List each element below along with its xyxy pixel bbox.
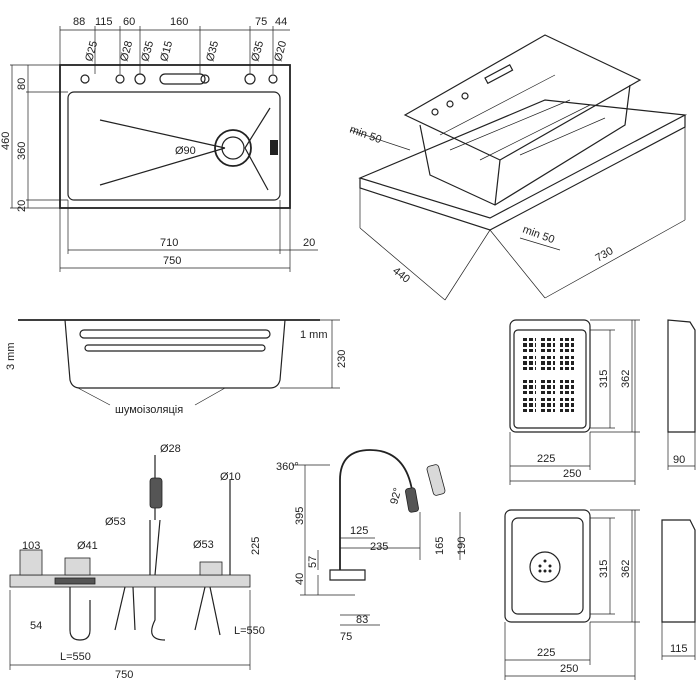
bowl-w225: 225 xyxy=(537,647,555,659)
acc-d10: Ø10 xyxy=(220,471,241,483)
hole-label-3: Ø15 xyxy=(158,40,175,63)
acc-l550-left: L=550 xyxy=(60,651,91,663)
iso-depth: 440 xyxy=(390,265,412,286)
acc-w103: 103 xyxy=(22,540,40,552)
colander-view: 225 250 315 362 90 xyxy=(509,319,696,485)
dim-top-3: 160 xyxy=(170,16,188,28)
section-depth: 230 xyxy=(336,350,348,368)
dim-top-1: 115 xyxy=(95,16,113,28)
colander-d90: 90 xyxy=(673,454,685,466)
hole-1 xyxy=(80,74,90,84)
dim-left-2: 80 xyxy=(16,78,28,90)
countertop xyxy=(358,99,688,219)
dim-bottom-1: 750 xyxy=(163,255,181,267)
bowl-h362: 362 xyxy=(620,560,632,578)
colander-grid xyxy=(522,338,574,412)
section-rim: 1 mm xyxy=(300,329,328,341)
dim-bottom-0: 710 xyxy=(160,237,178,249)
iso-view: min 50 min 50 440 730 xyxy=(348,34,688,301)
slot xyxy=(159,73,206,85)
faucet-deg92: 92° xyxy=(388,487,404,506)
dim-top-2: 60 xyxy=(123,16,135,28)
faucet-w83: 83 xyxy=(356,614,368,626)
bowl-w250: 250 xyxy=(560,663,578,675)
hole-label-0: Ø25 xyxy=(83,40,100,63)
slope-lines xyxy=(99,107,271,191)
sink-rim xyxy=(403,34,642,161)
acc-d53-left: Ø53 xyxy=(105,516,126,528)
accessories-view: Ø28 Ø10 Ø53 Ø53 Ø41 103 225 54 L=550 L=5… xyxy=(9,443,265,681)
iso-min-right: min 50 xyxy=(521,224,556,247)
sink-outline xyxy=(59,64,291,209)
hole-label-4: Ø35 xyxy=(204,40,221,63)
colander-h315: 315 xyxy=(598,370,610,388)
faucet-h165: 165 xyxy=(434,537,446,555)
faucet-h57: 57 xyxy=(307,556,319,568)
colander-w250: 250 xyxy=(563,468,581,480)
bowl-view: 225 250 315 362 115 xyxy=(504,509,696,680)
acc-d53-right: Ø53 xyxy=(193,539,214,551)
dim-left-1: 360 xyxy=(16,142,28,160)
dim-left-0: 460 xyxy=(0,132,12,150)
hole-5 xyxy=(200,74,210,84)
sink-body xyxy=(419,84,631,206)
hole-label-6: Ø20 xyxy=(272,40,289,63)
acc-l550-right: L=550 xyxy=(234,625,265,637)
acc-d41: Ø41 xyxy=(77,540,98,552)
dim-left-3: 20 xyxy=(16,200,28,212)
iso-width: 730 xyxy=(594,245,616,265)
bowl-lines xyxy=(439,74,606,161)
section-thickness: 3 mm xyxy=(5,343,17,371)
dim-top-4: 75 xyxy=(255,16,267,28)
faucet-h395: 395 xyxy=(294,507,306,525)
acc-d28: Ø28 xyxy=(160,443,181,455)
acc-h225: 225 xyxy=(250,537,262,555)
hole-7 xyxy=(268,74,278,84)
bowl-drain xyxy=(529,551,561,583)
hole-2 xyxy=(115,74,125,84)
hole-3 xyxy=(134,73,146,85)
section-view: шумоізоляція 3 mm 1 mm 230 xyxy=(5,319,348,416)
iso-min-left: min 50 xyxy=(348,124,383,147)
colander-w225: 225 xyxy=(537,453,555,465)
dim-bottom-2: 20 xyxy=(303,237,315,249)
faucet-view: 360° 395 57 40 125 235 165 190 92° 83 75 xyxy=(276,449,468,643)
acc-w54: 54 xyxy=(30,620,42,632)
hole-label-5: Ø35 xyxy=(249,40,266,63)
faucet-w75: 75 xyxy=(340,631,352,643)
hole-6 xyxy=(244,73,256,85)
faucet-rotation: 360° xyxy=(276,461,299,473)
acc-w750: 750 xyxy=(115,669,133,681)
colander-h362: 362 xyxy=(620,370,632,388)
section-insulation: шумоізоляція xyxy=(115,404,183,416)
dim-top-0: 88 xyxy=(73,16,85,28)
faucet-h40: 40 xyxy=(294,573,306,585)
bowl-outline xyxy=(67,91,281,201)
faucet-reach125: 125 xyxy=(350,525,368,537)
colander-outer xyxy=(509,319,591,433)
faucet-h190: 190 xyxy=(456,537,468,555)
bowl-d115: 115 xyxy=(670,643,688,655)
drain-inner xyxy=(221,136,245,160)
drain-outer xyxy=(214,129,252,167)
bowl-outer xyxy=(504,509,591,623)
hole-label-2: Ø35 xyxy=(139,40,156,63)
faucet-spout xyxy=(339,449,413,570)
overflow xyxy=(270,140,278,155)
hole-label-1: Ø28 xyxy=(118,40,135,63)
drain-label: Ø90 xyxy=(175,145,196,157)
faucet-reach235: 235 xyxy=(370,541,388,553)
dim-top-5: 44 xyxy=(275,16,287,28)
bowl-h315: 315 xyxy=(598,560,610,578)
top-view: 88 115 60 160 75 44 Ø25 Ø28 Ø35 Ø15 Ø35 … xyxy=(0,16,318,272)
counter-section xyxy=(9,574,251,588)
